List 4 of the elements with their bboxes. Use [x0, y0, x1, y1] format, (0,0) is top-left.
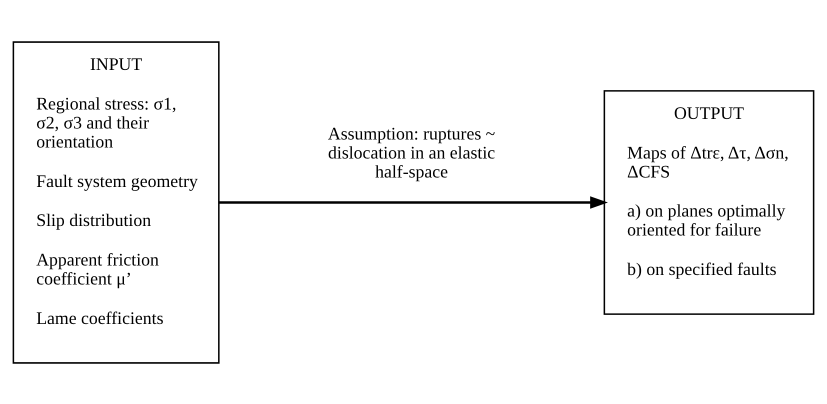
edge-label: Assumption: ruptures ~ dislocation in an elastic half-space	[328, 122, 496, 181]
node-box: INPUT Regional stress: σ1, σ2, σ3 and their orientation Fault system geometry Slip distribution Apparent friction coefficient μ’ Lame coefficients	[12, 40, 220, 364]
arrow	[218, 196, 608, 208]
node-box: OUTPUT Maps of Δtrε, Δτ, Δσn, ΔCFS a) on planes optimally oriented for failure b) on specified faults	[604, 90, 814, 314]
